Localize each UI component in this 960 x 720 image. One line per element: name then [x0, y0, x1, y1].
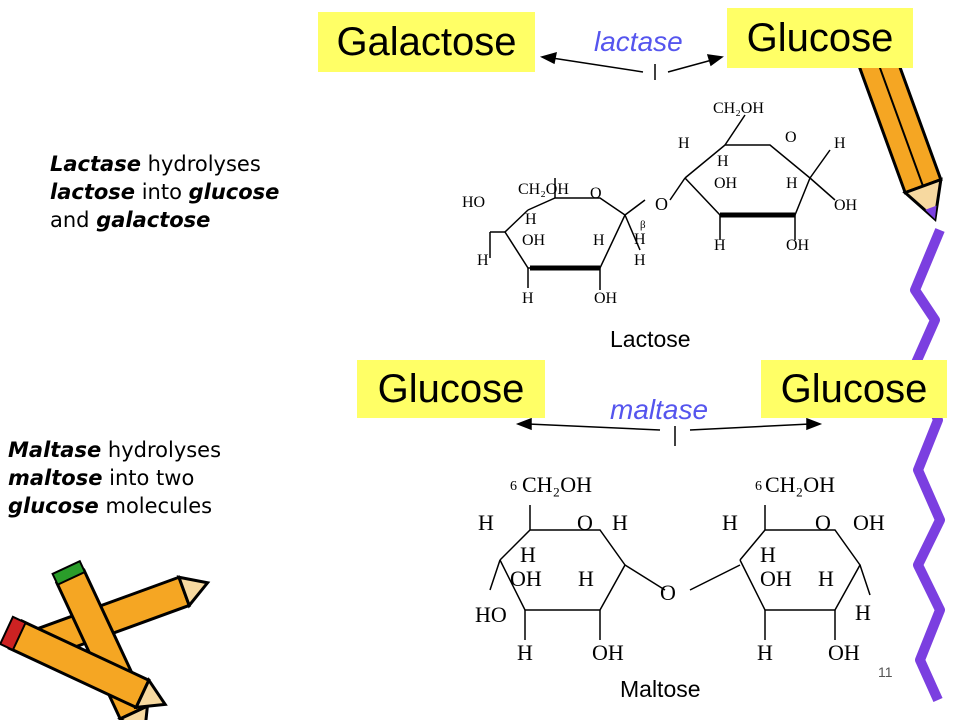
svg-text:O: O [785, 129, 797, 146]
svg-text:H: H [522, 290, 534, 307]
glucose-label-right: Glucose [761, 360, 947, 418]
svg-text:H: H [818, 566, 834, 591]
svg-text:O: O [660, 580, 676, 605]
lactase-enzyme-label: lactase [594, 26, 683, 57]
maltase-enzyme-label: maltase [610, 394, 709, 425]
maltose-caption: Maltose [620, 676, 701, 702]
lactose-structure [489, 114, 836, 290]
svg-text:O: O [815, 510, 831, 535]
svg-text:H: H [634, 252, 646, 269]
svg-text:H: H [517, 640, 533, 665]
desc-into-maltose: into two [102, 466, 195, 490]
svg-text:6: 6 [755, 479, 762, 494]
svg-text:H: H [477, 252, 489, 269]
svg-text:OH: OH [592, 640, 624, 665]
svg-text:O: O [655, 194, 668, 214]
svg-text:OH: OH [828, 640, 860, 665]
maltose-labels: 6 CH₂OH 6 CH₂OH H O H H O OH H H OH H OH… [475, 472, 885, 665]
svg-text:H: H [520, 542, 536, 567]
svg-text:OH: OH [522, 232, 546, 249]
svg-text:H: H [855, 600, 871, 625]
svg-text:HO: HO [475, 602, 507, 627]
maltose-structure [489, 505, 871, 640]
svg-text:H: H [578, 566, 594, 591]
svg-text:H: H [714, 237, 726, 254]
desc-product2: galactose [96, 208, 211, 232]
svg-text:CH₂OH: CH₂OH [713, 100, 764, 117]
glucose-label-left: Glucose [357, 360, 545, 418]
galactose-label: Galactose [318, 12, 535, 72]
maltase-arrows [515, 417, 823, 446]
svg-text:H: H [757, 640, 773, 665]
svg-text:H: H [760, 542, 776, 567]
page-number: 11 [878, 664, 893, 680]
desc-substrate: lactose [50, 180, 136, 204]
svg-text:β: β [640, 219, 646, 231]
desc-verb: hydrolyses [140, 152, 261, 176]
svg-text:CH₂OH: CH₂OH [522, 472, 592, 497]
svg-text:H: H [525, 211, 537, 228]
lactose-caption: Lactose [610, 326, 691, 352]
svg-text:H: H [612, 510, 628, 535]
desc-product1: glucose [188, 180, 280, 204]
svg-text:OH: OH [714, 175, 738, 192]
desc-enzyme-maltase: Maltase [8, 438, 102, 462]
svg-text:O: O [577, 510, 593, 535]
desc-enzyme: Lactase [50, 152, 141, 176]
desc-and: and [50, 208, 97, 232]
svg-text:OH: OH [760, 566, 792, 591]
maltase-description: Maltase hydrolyses maltose into two gluc… [8, 436, 328, 520]
svg-text:H: H [634, 231, 646, 248]
svg-text:H: H [717, 153, 729, 170]
svg-text:CH₂OH: CH₂OH [518, 181, 569, 198]
desc-tail: molecules [98, 494, 213, 518]
lactase-arrows [539, 51, 724, 80]
glucose-label-top: Glucose [727, 8, 913, 68]
svg-text:H: H [678, 135, 690, 152]
desc-substrate-maltose: maltose [8, 466, 103, 490]
svg-text:HO: HO [462, 194, 485, 211]
lactase-description: Lactase hydrolyses lactose into glucose … [50, 150, 370, 234]
desc-product-glucose: glucose [8, 494, 99, 518]
svg-text:OH: OH [510, 566, 542, 591]
svg-text:O: O [590, 185, 602, 202]
lactose-labels: CH₂OH O HO H OH H H H OH H H O β CH₂OH O… [462, 100, 858, 307]
svg-text:H: H [722, 510, 738, 535]
desc-into: into [135, 180, 189, 204]
desc-verb-maltase: hydrolyses [101, 438, 222, 462]
svg-text:OH: OH [594, 290, 618, 307]
wavy-border-icon [910, 228, 945, 703]
svg-text:CH₂OH: CH₂OH [765, 472, 835, 497]
pencils-clipart-icon [0, 559, 211, 720]
svg-text:H: H [786, 175, 798, 192]
svg-text:6: 6 [510, 479, 517, 494]
svg-text:OH: OH [786, 237, 810, 254]
svg-text:OH: OH [834, 197, 858, 214]
svg-text:H: H [593, 232, 605, 249]
svg-text:OH: OH [853, 510, 885, 535]
svg-text:H: H [478, 510, 494, 535]
svg-text:H: H [834, 135, 846, 152]
